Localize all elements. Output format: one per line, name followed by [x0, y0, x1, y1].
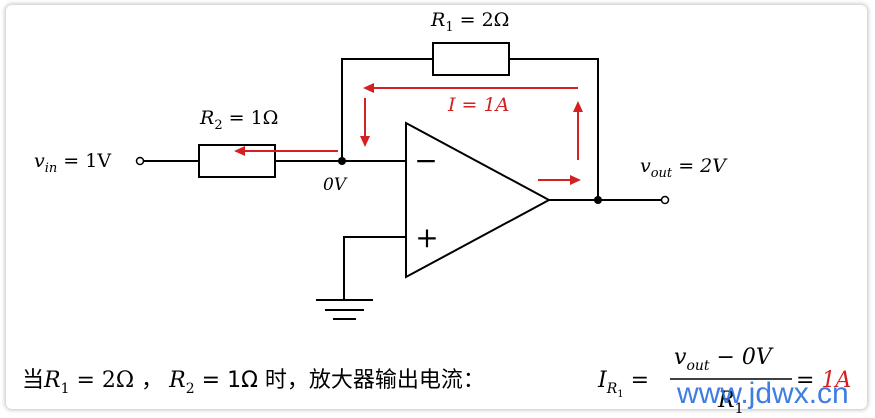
node-junction-inverting — [338, 157, 346, 165]
formula-denominator: R1 — [717, 388, 744, 417]
formula-line: 当R1 = 2Ω ，R2 = 1Ω 时，放大器输出电流： IR1 = vout … — [22, 345, 851, 417]
wire-feedback-left — [341, 58, 433, 161]
current-arrows — [234, 83, 583, 185]
vin-terminal — [135, 156, 145, 166]
wire-feedback-right — [509, 58, 599, 200]
circuit-wires — [144, 58, 661, 300]
label-vout: vout = 2V — [640, 155, 728, 181]
vout-terminal — [660, 195, 670, 205]
formula-result: = 1A — [796, 368, 851, 393]
watermark-text: www.jdwx.cn — [676, 377, 849, 410]
formula-numerator: vout − 0V — [674, 345, 774, 374]
formula-text: 当R1 = 2Ω ，R2 = 1Ω 时，放大器输出电流： — [22, 368, 485, 397]
ground-symbol — [316, 299, 373, 320]
label-r1: R1 = 2Ω — [430, 9, 509, 35]
label-vin: vin = 1V — [34, 150, 111, 176]
node-junction-output — [594, 196, 602, 204]
label-current: I = 1A — [447, 94, 509, 116]
non-inverting-input-symbol: + — [415, 221, 438, 254]
label-r2: R2 = 1Ω — [199, 107, 278, 133]
op-amp-triangle — [405, 121, 552, 279]
wire-noninverting-ground — [343, 236, 406, 300]
inverting-input-symbol: − — [414, 144, 437, 177]
label-node-voltage: 0V — [323, 175, 348, 195]
formula-current-symbol: IR1 = — [597, 368, 649, 400]
resistor-r1 — [432, 42, 510, 76]
